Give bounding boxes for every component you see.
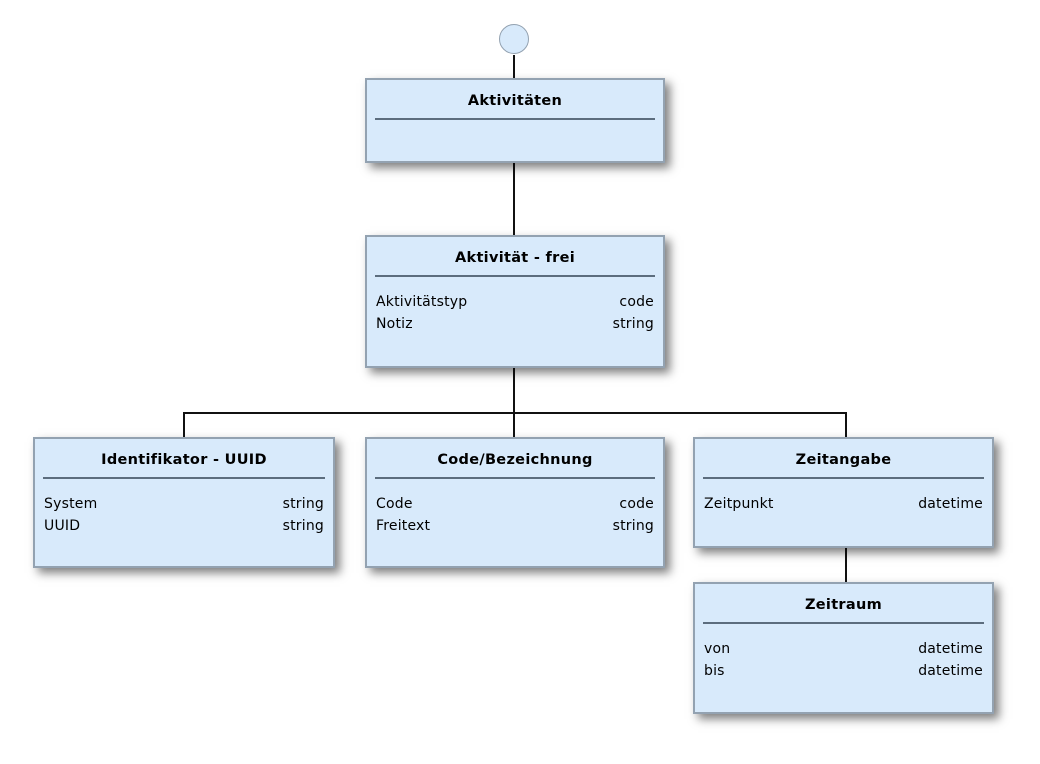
attribute-name: Aktivitätstyp xyxy=(376,294,468,310)
class-box-zeitangabe[interactable]: Zeitangabe Zeitpunkt datetime xyxy=(693,437,994,548)
class-box-aktivitaeten[interactable]: Aktivitäten xyxy=(365,78,665,163)
connector-frei-down xyxy=(513,368,515,414)
class-box-zeitraum[interactable]: Zeitraum von datetime bis datetime xyxy=(693,582,994,714)
connector-drop-zeitangabe xyxy=(845,412,847,437)
class-box-code-bezeichnung[interactable]: Code/Bezeichnung Code code Freitext stri… xyxy=(365,437,665,568)
attribute-type: code xyxy=(619,294,654,310)
attribute-type: datetime xyxy=(918,663,983,679)
attribute-name: System xyxy=(44,496,98,512)
attribute-row: Zeitpunkt datetime xyxy=(704,493,983,515)
title-separator xyxy=(43,477,325,479)
connector-aktivitaeten-to-frei xyxy=(513,163,515,235)
connector-drop-code xyxy=(513,412,515,437)
class-title: Zeitangabe xyxy=(795,452,892,468)
attribute-row: Code code xyxy=(376,493,654,515)
attribute-type: string xyxy=(612,316,654,332)
attribute-row: Aktivitätstyp code xyxy=(376,291,654,313)
attribute-name: Zeitpunkt xyxy=(704,496,774,512)
attribute-name: von xyxy=(704,641,731,657)
connector-drop-identifikator xyxy=(183,412,185,437)
attribute-type: datetime xyxy=(918,641,983,657)
title-separator xyxy=(375,118,655,120)
attribute-list: System string UUID string xyxy=(35,479,333,566)
root-anchor-circle-icon xyxy=(499,24,529,54)
attribute-type: code xyxy=(619,496,654,512)
connector-branch-horizontal xyxy=(183,412,847,414)
attribute-type: string xyxy=(282,518,324,534)
attribute-name: bis xyxy=(704,663,725,679)
class-title: Aktivität - frei xyxy=(454,250,575,266)
attribute-row: UUID string xyxy=(44,515,324,537)
attribute-row: von datetime xyxy=(704,638,983,660)
attribute-name: UUID xyxy=(44,518,81,534)
title-separator xyxy=(375,477,655,479)
class-title: Zeitraum xyxy=(804,597,883,613)
title-separator xyxy=(375,275,655,277)
attribute-type: string xyxy=(282,496,324,512)
attribute-row: bis datetime xyxy=(704,660,983,682)
class-box-aktivitaet-frei[interactable]: Aktivität - frei Aktivitätstyp code Noti… xyxy=(365,235,665,368)
attribute-row: Notiz string xyxy=(376,313,654,335)
title-separator xyxy=(703,477,984,479)
class-box-identifikator-uuid[interactable]: Identifikator - UUID System string UUID … xyxy=(33,437,335,568)
attribute-list xyxy=(367,120,663,161)
attribute-type: string xyxy=(612,518,654,534)
class-title: Identifikator - UUID xyxy=(101,452,267,468)
attribute-row: Freitext string xyxy=(376,515,654,537)
attribute-list: Zeitpunkt datetime xyxy=(695,479,992,546)
connector-zeitangabe-to-zeitraum xyxy=(845,548,847,582)
attribute-name: Notiz xyxy=(376,316,413,332)
attribute-row: System string xyxy=(44,493,324,515)
attribute-list: von datetime bis datetime xyxy=(695,624,992,712)
attribute-list: Code code Freitext string xyxy=(367,479,663,566)
class-title: Aktivitäten xyxy=(467,93,563,109)
class-title: Code/Bezeichnung xyxy=(437,452,593,468)
title-separator xyxy=(703,622,984,624)
attribute-name: Code xyxy=(376,496,413,512)
connector-circle-to-aktivitaeten xyxy=(513,55,515,78)
attribute-name: Freitext xyxy=(376,518,431,534)
attribute-type: datetime xyxy=(918,496,983,512)
attribute-list: Aktivitätstyp code Notiz string xyxy=(367,277,663,366)
